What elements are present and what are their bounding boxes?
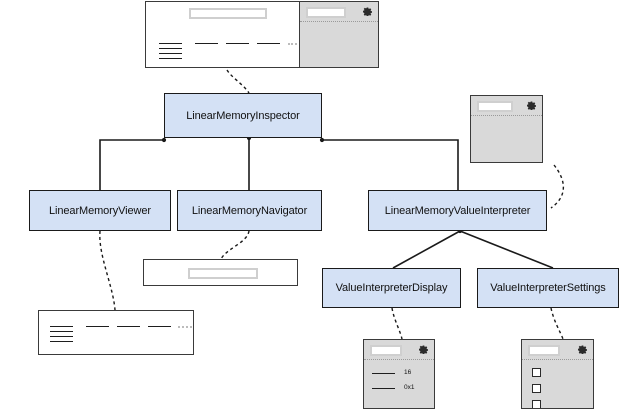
memory-address-line	[159, 58, 182, 59]
node-label: LinearMemoryViewer	[49, 204, 151, 217]
address-input[interactable]	[188, 268, 258, 279]
toolbar-divider	[364, 359, 434, 360]
setting-checkbox[interactable]	[532, 368, 541, 377]
value-row-value: 16	[404, 369, 412, 376]
toolbar-divider	[471, 115, 542, 116]
value-row-label	[372, 388, 395, 389]
edge-inspector-viewer	[99, 139, 164, 190]
linear-memory-viewer-mockup	[38, 310, 194, 355]
gear-icon[interactable]	[527, 101, 536, 110]
linear-memory-navigator-mockup	[143, 259, 298, 286]
gear-icon[interactable]	[578, 345, 587, 354]
edge-interpreter-display	[392, 230, 461, 269]
toolbar-divider	[300, 21, 378, 22]
node-linear-memory-viewer[interactable]: LinearMemoryViewer	[29, 190, 171, 231]
node-label: ValueInterpreterDisplay	[335, 282, 448, 294]
link-settings-mock	[550, 307, 564, 340]
value-interpreter-panel-mockup	[470, 95, 543, 163]
memory-address-line	[159, 43, 182, 44]
linear-memory-inspector-mockup	[145, 1, 379, 68]
mockup-interpreter-pane	[299, 2, 378, 67]
gear-icon[interactable]	[419, 345, 428, 354]
memory-byte-group	[148, 326, 171, 327]
memory-address-line	[50, 326, 73, 327]
memory-ascii-column	[178, 326, 193, 328]
memory-address-line	[50, 341, 73, 342]
node-label: ValueInterpreterSettings	[490, 282, 606, 294]
search-input[interactable]	[306, 7, 347, 18]
node-linear-memory-value-interpreter[interactable]: LinearMemoryValueInterpreter	[368, 190, 547, 231]
value-row-value: 0x1	[404, 384, 415, 391]
memory-byte-group	[257, 43, 280, 44]
memory-byte-group	[195, 43, 218, 44]
memory-address-line	[50, 331, 73, 332]
setting-checkbox[interactable]	[532, 400, 541, 408]
mockup-memory-pane	[146, 2, 316, 67]
link-navigator-mock	[220, 230, 250, 260]
search-input[interactable]	[477, 101, 513, 112]
memory-byte-group	[86, 326, 109, 327]
node-value-interpreter-display[interactable]: ValueInterpreterDisplay	[322, 268, 461, 308]
value-interpreter-settings-mockup	[521, 339, 594, 409]
link-display-mock	[391, 307, 403, 340]
node-label: LinearMemoryInspector	[186, 109, 300, 122]
node-linear-memory-inspector[interactable]: LinearMemoryInspector	[164, 93, 322, 138]
node-linear-memory-navigator[interactable]: LinearMemoryNavigator	[177, 190, 322, 231]
link-interpreter-mock	[550, 164, 565, 209]
memory-address-line	[50, 336, 73, 337]
search-input[interactable]	[370, 345, 402, 356]
toolbar-divider	[522, 359, 593, 360]
memory-address-line	[159, 53, 182, 54]
setting-checkbox[interactable]	[532, 384, 541, 393]
search-input[interactable]	[189, 8, 267, 19]
memory-address-line	[159, 48, 182, 49]
gear-icon[interactable]	[363, 7, 372, 16]
memory-byte-group	[226, 43, 249, 44]
value-row-label	[372, 373, 395, 374]
node-label: LinearMemoryValueInterpreter	[384, 204, 531, 217]
node-value-interpreter-settings[interactable]: ValueInterpreterSettings	[477, 268, 619, 308]
link-inspector-mock	[226, 69, 250, 94]
node-label: LinearMemoryNavigator	[191, 204, 308, 217]
edge-interpreter-settings	[459, 230, 554, 269]
memory-byte-group	[117, 326, 140, 327]
search-input[interactable]	[528, 345, 560, 356]
edge-inspector-interpreter	[322, 139, 459, 190]
value-interpreter-display-mockup: 16 0x1	[363, 339, 435, 409]
link-viewer-mock	[99, 230, 116, 311]
